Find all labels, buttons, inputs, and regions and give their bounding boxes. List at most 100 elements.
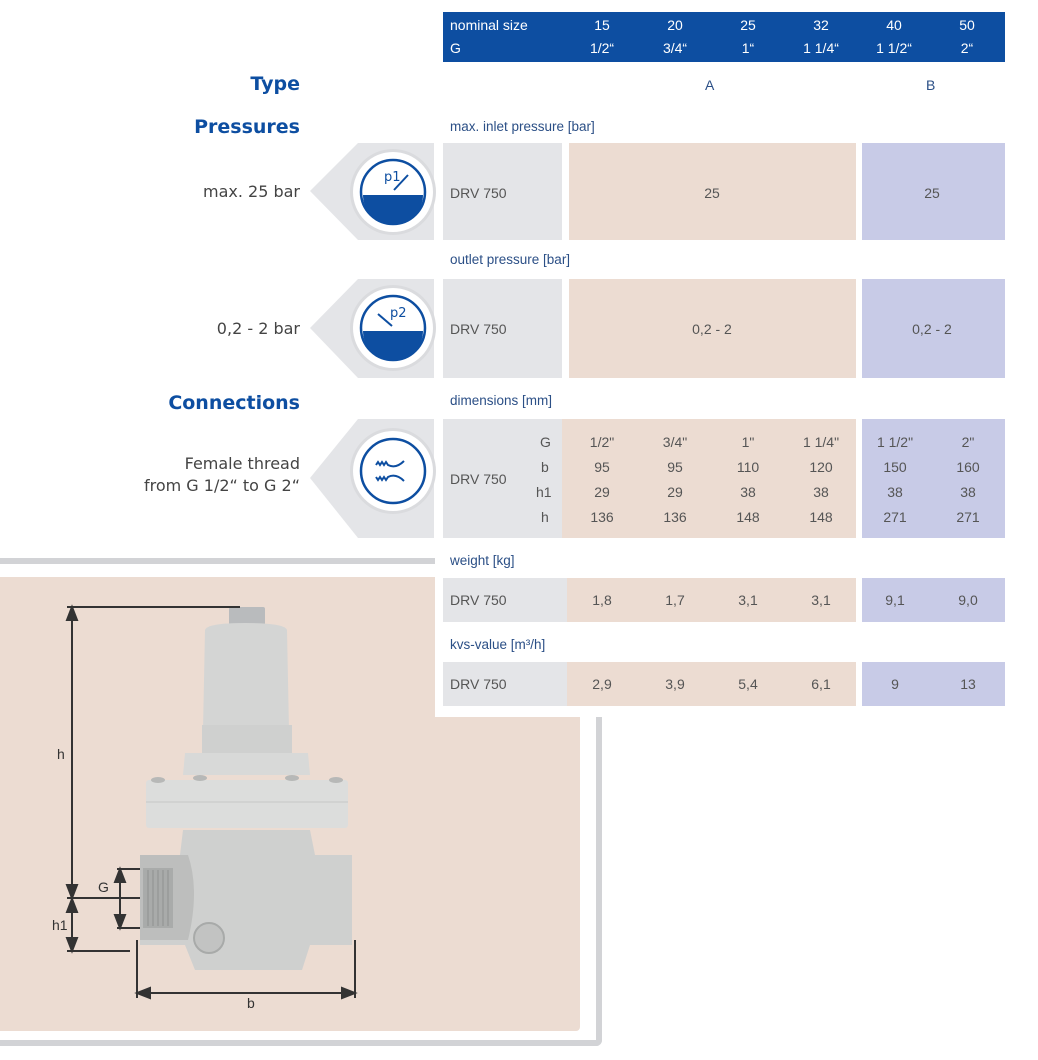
weight-value: 3,1 <box>811 592 831 608</box>
outlet-group-a-cell <box>569 279 856 378</box>
dim-value: 3/4" <box>662 434 688 450</box>
kvs-value: 13 <box>960 676 976 692</box>
kvs-group-a-cell <box>567 662 856 706</box>
dim-value: 271 <box>883 509 907 525</box>
size-40: 40 <box>886 17 902 33</box>
female-thread-icon <box>353 431 433 511</box>
dimensions-group-b-cell <box>862 419 1005 538</box>
valve-technical-drawing <box>65 604 358 1000</box>
kvs-value: 3,9 <box>665 676 685 692</box>
kvs-model-name: DRV 750 <box>450 676 507 692</box>
weight-model-name: DRV 750 <box>450 592 507 608</box>
inlet-model-cell <box>443 143 562 240</box>
size-20: 20 <box>667 17 683 33</box>
thread-1: 1/2“ <box>589 40 615 56</box>
dim-label-h: h <box>541 509 549 525</box>
dimension-label-h: h <box>57 746 65 762</box>
dim-value: 148 <box>736 509 760 525</box>
inlet-pressure-summary: max. 25 bar <box>202 182 300 201</box>
thread-6: 2“ <box>960 40 974 56</box>
dim-value: 38 <box>960 484 976 500</box>
pressure-gauge-p1-icon: p1 <box>353 152 433 232</box>
dim-value: 95 <box>594 459 610 475</box>
kvs-value: 5,4 <box>738 676 758 692</box>
weight-group-b-cell <box>862 578 1005 622</box>
dim-value: 120 <box>809 459 833 475</box>
connections-heading: Connections <box>168 392 300 414</box>
outlet-group-b-cell <box>862 279 1005 378</box>
dim-value: 150 <box>883 459 907 475</box>
size-32: 32 <box>813 17 829 33</box>
weight-value: 1,7 <box>665 592 685 608</box>
weight-value: 3,1 <box>738 592 758 608</box>
dim-label-b: b <box>541 459 549 475</box>
thread-2: 3/4“ <box>662 40 688 56</box>
dimensions-label: dimensions [mm] <box>450 393 553 408</box>
dim-value: 136 <box>663 509 687 525</box>
svg-text:p1: p1 <box>384 170 401 185</box>
dim-label-G: G <box>540 434 551 450</box>
dim-value: 38 <box>813 484 829 500</box>
nominal-size-label: nominal size <box>450 17 528 33</box>
weight-group-a-cell <box>567 578 856 622</box>
kvs-model-cell <box>443 662 567 706</box>
weight-value: 9,1 <box>885 592 905 608</box>
drawing-frame <box>0 558 602 1046</box>
outlet-value-b: 0,2 - 2 <box>912 321 952 337</box>
inlet-group-a-cell <box>569 143 856 240</box>
size-25: 25 <box>740 17 756 33</box>
dim-value: 38 <box>887 484 903 500</box>
dim-value: 110 <box>736 459 760 475</box>
dim-value: 38 <box>740 484 756 500</box>
dim-value: 1" <box>741 434 755 450</box>
thread-3: 1“ <box>741 40 755 56</box>
dim-value: 160 <box>956 459 980 475</box>
weight-model-cell <box>443 578 567 622</box>
inlet-pressure-label: max. inlet pressure [bar] <box>450 119 595 134</box>
inlet-value-b: 25 <box>924 185 940 201</box>
dimensions-model-name: DRV 750 <box>450 471 507 487</box>
pressures-heading: Pressures <box>194 116 300 138</box>
pressure-gauge-p2-icon: p2 <box>353 288 433 368</box>
dimension-label-h1: h1 <box>52 917 68 933</box>
thread-5: 1 1/2“ <box>876 40 912 56</box>
dimension-label-b: b <box>247 995 255 1011</box>
kvs-value: 6,1 <box>811 676 831 692</box>
inlet-value-a: 25 <box>704 185 720 201</box>
dimension-label-G: G <box>98 879 109 895</box>
weight-value: 1,8 <box>592 592 612 608</box>
kvs-value: 2,9 <box>592 676 612 692</box>
inlet-group-b-cell <box>862 143 1005 240</box>
type-group-b: B <box>926 77 936 93</box>
connections-summary-line1: Female thread <box>184 454 300 473</box>
kvs-label: kvs-value [m³/h] <box>450 637 546 652</box>
outlet-pressure-label: outlet pressure [bar] <box>450 252 571 267</box>
dim-value: 148 <box>809 509 833 525</box>
weight-value: 9,0 <box>958 592 978 608</box>
size-50: 50 <box>959 17 975 33</box>
outlet-pressure-summary: 0,2 - 2 bar <box>216 319 300 338</box>
dim-value: 136 <box>590 509 614 525</box>
type-group-a: A <box>705 77 715 93</box>
dim-label-h1: h1 <box>536 484 552 500</box>
thread-size-label: G <box>450 40 461 56</box>
dim-value: 1 1/2" <box>876 434 914 450</box>
kvs-group-b-cell <box>862 662 1005 706</box>
connections-summary-line2: from G 1/2“ to G 2“ <box>143 476 300 495</box>
dimensions-model-cell <box>443 419 562 538</box>
type-heading: Type <box>250 73 300 95</box>
inlet-model-name: DRV 750 <box>450 185 507 201</box>
kvs-value: 9 <box>891 676 899 692</box>
outlet-model-name: DRV 750 <box>450 321 507 337</box>
connections-summary: Female thread from G 1/2“ to G 2“ <box>144 453 300 497</box>
dim-value: 1/2" <box>589 434 615 450</box>
dim-value: 271 <box>956 509 980 525</box>
svg-text:p2: p2 <box>390 306 407 321</box>
outlet-value-a: 0,2 - 2 <box>692 321 732 337</box>
size-15: 15 <box>594 17 610 33</box>
thread-4: 1 1/4“ <box>803 40 839 56</box>
dim-value: 29 <box>594 484 610 500</box>
outlet-model-cell <box>443 279 562 378</box>
nominal-size-header: nominal size 15 20 25 32 40 50 G 1/2“ 3/… <box>443 12 1005 62</box>
dim-value: 1 1/4" <box>802 434 840 450</box>
